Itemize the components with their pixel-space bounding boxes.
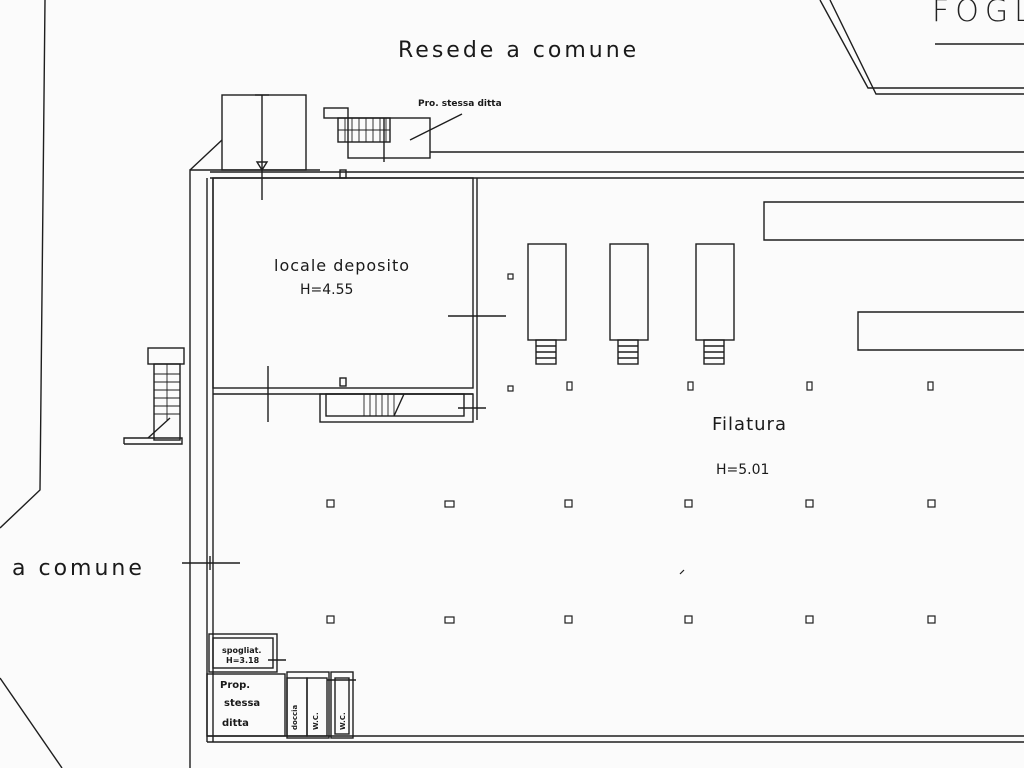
long-block-lower [857, 311, 1024, 351]
column-grid [326, 273, 936, 624]
label-h-filatura: H=5.01 [716, 462, 770, 478]
label-pro-stessa-ditta: Pro. stessa ditta [418, 99, 502, 109]
label-doccia: doccia [291, 704, 299, 730]
label-wc-1: W.C. [312, 712, 320, 730]
sheet-title: FOGL [932, 0, 1024, 29]
corner-diagonal [189, 139, 223, 171]
label-wc-2: W.C. [339, 712, 347, 730]
machine-3 [695, 243, 735, 341]
leader-line [409, 113, 463, 141]
room-spogliatoio [208, 633, 278, 673]
room-prop-stessa-ditta [206, 673, 286, 737]
label-locale-deposito: locale deposito [274, 256, 410, 275]
deposito-stairs [319, 393, 474, 423]
machine-2 [609, 243, 649, 341]
top-right-boundary-outer [819, 0, 1024, 89]
room-wc-1 [306, 677, 328, 737]
left-external-stair [147, 347, 185, 365]
machine-1 [527, 243, 567, 341]
label-h-spogliat: H=3.18 [226, 656, 260, 665]
top-annex [221, 94, 307, 171]
label-resede-top: Resede a comune [398, 38, 640, 63]
label-resede-left: a comune [12, 556, 145, 581]
label-h-deposito: H=4.55 [300, 282, 354, 298]
label-prop: Prop. [220, 680, 251, 691]
label-spogliat: spogliat. [222, 646, 262, 655]
left-boundary-lower [0, 677, 63, 768]
top-stair-block [347, 117, 431, 159]
left-boundary-line [0, 0, 46, 529]
label-stessa: stessa [224, 698, 261, 709]
label-ditta: ditta [222, 718, 249, 729]
label-filatura: Filatura [712, 414, 787, 435]
room-wc-2 [330, 671, 354, 739]
long-block-upper [763, 201, 1024, 241]
top-right-boundary-inner [829, 0, 1024, 95]
